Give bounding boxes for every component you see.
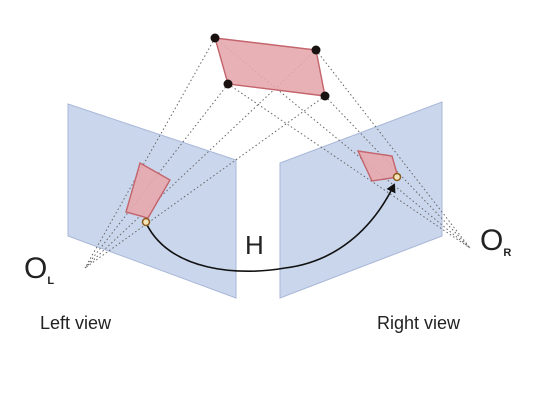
left-projected-patch (125, 161, 171, 219)
right-view-label: Right view (377, 313, 461, 333)
left-camera-label: OL (24, 252, 54, 287)
world-corner-point (311, 45, 321, 55)
projection-line (214, 37, 471, 249)
homography-arrow (145, 183, 396, 272)
right-image-plane (279, 101, 443, 299)
projection-line (84, 37, 216, 269)
world-corner-points (210, 33, 330, 101)
world-corner-point (320, 91, 330, 101)
right-camera-label: OR (480, 224, 511, 259)
left-projected-point (141, 217, 151, 227)
world-plane-patch (214, 37, 326, 97)
right-camera-subscript: R (503, 247, 511, 259)
right-projected-point (392, 172, 402, 182)
world-corner-point (210, 33, 220, 43)
projection-line (315, 49, 471, 249)
left-camera-subscript: L (47, 275, 54, 287)
world-corner-point (223, 79, 233, 89)
projection-line (84, 95, 326, 269)
projection-line (324, 95, 471, 249)
homography-label: H (245, 230, 264, 260)
left-view-label: Left view (40, 313, 112, 333)
projection-line (227, 83, 471, 249)
